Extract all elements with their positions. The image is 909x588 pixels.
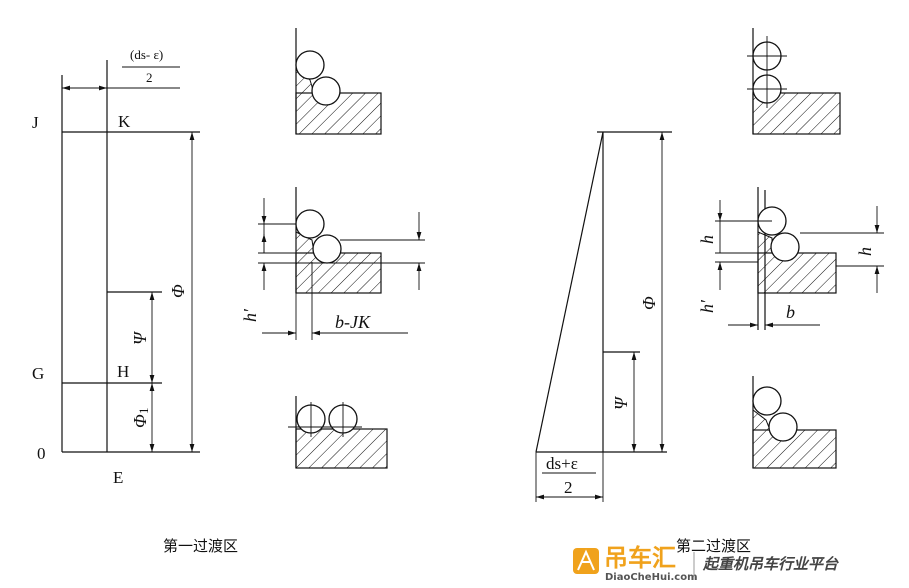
label-h-prime: h′: [240, 308, 260, 322]
label-b: b: [786, 302, 795, 322]
ball: [752, 386, 782, 416]
watermark-logo: 吊车汇 DiaoCheHui.com 起重机吊车行业平台: [573, 544, 839, 583]
label-psi: Ψ: [130, 330, 150, 345]
label-H: H: [117, 362, 129, 381]
label-phi1: Φ: [130, 414, 150, 428]
ball: [770, 232, 800, 262]
label-G: G: [32, 364, 44, 383]
label-J: J: [32, 113, 39, 132]
watermark-site: DiaoCheHui.com: [605, 572, 698, 583]
label-E: E: [113, 468, 123, 487]
ball-group-top-right: [747, 28, 841, 135]
ball-group-middle-left: [258, 187, 425, 340]
label-h-prime-right: h′: [697, 299, 717, 313]
ball-group-middle-right: [715, 187, 884, 330]
caption-second-zone: 第二过渡区: [676, 537, 751, 555]
ball: [295, 209, 325, 239]
ball: [295, 50, 325, 80]
label-h-right-left: h: [697, 235, 717, 244]
label-K: K: [118, 112, 131, 131]
ball-group-bottom-left: [288, 396, 388, 469]
left-fraction-numerator: (ds- ε): [130, 47, 163, 62]
label-psi-right: Ψ: [611, 395, 631, 410]
right-fraction-numerator: ds+ε: [546, 454, 578, 473]
watermark-slogan: 起重机吊车行业平台: [702, 555, 839, 573]
label-h-right-right: h: [855, 247, 875, 256]
caption-first-zone: 第一过渡区: [163, 537, 238, 555]
watermark-brand: 吊车汇: [604, 544, 676, 572]
label-phi: Φ: [168, 284, 188, 298]
label-phi1-subscript: 1: [136, 408, 151, 415]
ball: [311, 76, 341, 106]
left-schematic: [61, 60, 200, 453]
left-fraction-denominator: 2: [146, 70, 153, 85]
label-phi-right: Φ: [639, 296, 659, 310]
ball: [768, 412, 798, 442]
ball-group-top-left: [295, 28, 382, 135]
label-O: 0: [37, 444, 46, 463]
ball-group-bottom-right: [752, 376, 837, 469]
right-fraction-denominator: 2: [564, 478, 573, 497]
right-schematic: [535, 131, 672, 502]
ball: [312, 234, 342, 264]
label-b-jk: b-JK: [335, 312, 371, 332]
